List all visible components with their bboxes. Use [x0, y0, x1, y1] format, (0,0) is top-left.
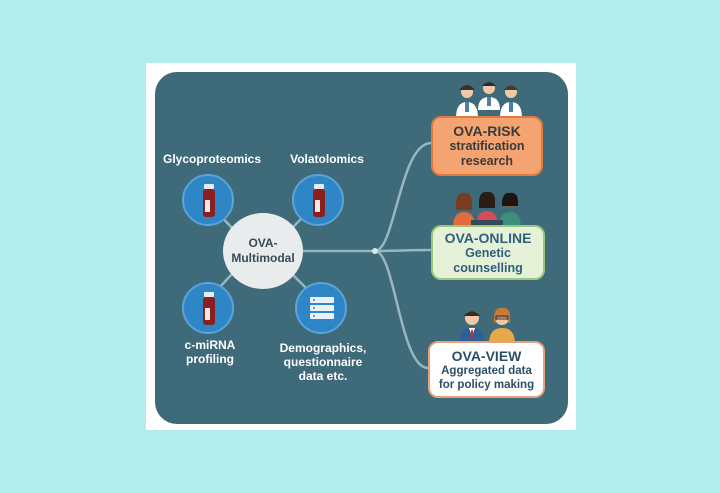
ova-multimodal-hub: OVA- Multimodal: [223, 213, 303, 289]
link-ova-risk: [374, 141, 432, 253]
counselling-group-icon: [453, 191, 521, 228]
link-ova-online: [374, 248, 432, 253]
hub-label: OVA- Multimodal: [231, 236, 295, 265]
source-label-demographics: Demographics, questionnaire data etc.: [279, 341, 367, 383]
source-label-glycoproteomics: Glycoproteomics: [162, 152, 262, 166]
branch-point: [372, 248, 378, 254]
link-ova-view: [374, 249, 429, 370]
volatolomics-node: [292, 174, 344, 226]
server-stack-icon: [310, 297, 334, 319]
clinicians-group-icon: [456, 82, 522, 118]
source-label-volatolomics: Volatolomics: [290, 152, 364, 166]
blood-tube-icon: [203, 292, 215, 325]
demographics-node: [295, 282, 347, 334]
ova-online-box: OVA-ONLINE Genetic counselling: [431, 225, 545, 280]
ova-online-title: OVA-ONLINE: [444, 229, 532, 246]
ova-view-subtitle: Aggregated data for policy making: [438, 364, 535, 391]
source-label-mirna: c-miRNA profiling: [184, 338, 236, 366]
ova-view-box: OVA-VIEW Aggregated data for policy maki…: [428, 341, 545, 398]
ova-view-title: OVA-VIEW: [451, 347, 522, 364]
ova-online-subtitle: Genetic counselling: [453, 245, 523, 275]
policy-makers-icon: [459, 307, 515, 344]
ova-risk-box: OVA-RISK stratification research: [431, 116, 543, 176]
mirna-node: [182, 282, 234, 334]
blood-tube-icon: [313, 184, 325, 217]
blood-tube-icon: [203, 184, 215, 217]
ova-risk-title: OVA-RISK: [453, 123, 521, 139]
ova-risk-subtitle: stratification research: [449, 139, 525, 168]
glycoproteomics-node: [182, 174, 234, 226]
